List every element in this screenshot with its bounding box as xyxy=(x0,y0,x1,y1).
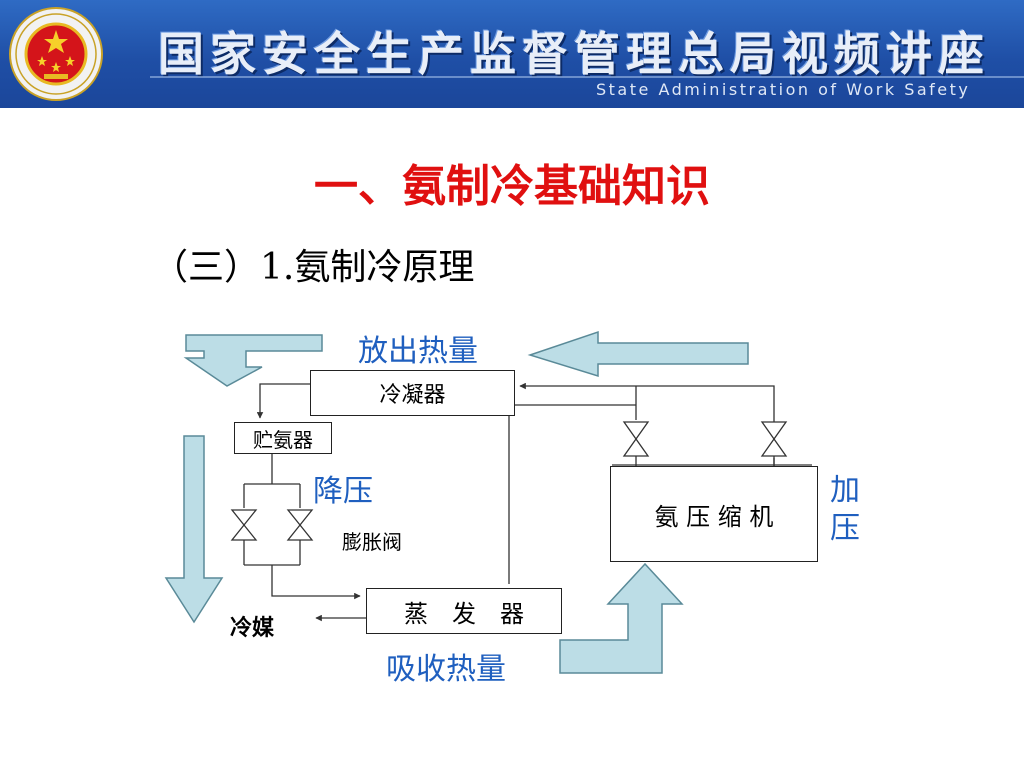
pressure-drop-label: 降压 xyxy=(313,474,373,509)
valve-icon xyxy=(230,509,258,541)
banner-title-en: State Administration of Work Safety xyxy=(596,80,971,99)
heat-release-arrow-left xyxy=(183,334,323,387)
condenser-label: 冷凝器 xyxy=(379,383,446,408)
pressurize-label: 加 压 xyxy=(830,473,860,546)
slide-subtitle: （三）1.氨制冷原理 xyxy=(152,247,475,288)
compressor-label: 氨 压 缩 机 xyxy=(654,502,774,531)
compressor-box: 氨 压 缩 机 xyxy=(610,466,818,562)
header-banner: 国家安全生产监督管理总局视频讲座 State Administration of… xyxy=(0,0,1024,108)
refrigerant-label: 冷媒 xyxy=(230,615,275,641)
valve-icon xyxy=(286,509,314,541)
compressor-suction-arrow xyxy=(559,562,684,674)
evaporator-box: 蒸 发 器 xyxy=(366,588,562,634)
condenser-box: 冷凝器 xyxy=(310,370,515,416)
national-emblem-icon xyxy=(9,7,103,101)
banner-title-cn: 国家安全生产监督管理总局视频讲座 xyxy=(158,27,990,81)
heat-absorb-label: 吸收热量 xyxy=(386,652,506,687)
valve-icon xyxy=(622,421,650,457)
slide-title: 一、氨制冷基础知识 xyxy=(314,161,710,212)
ammonia-receiver-box: 贮氨器 xyxy=(234,422,332,454)
banner-divider xyxy=(150,76,1024,78)
expansion-valve-label: 膨胀阀 xyxy=(342,530,402,554)
cooling-down-arrow xyxy=(164,435,224,624)
evaporator-label: 蒸 发 器 xyxy=(404,599,524,628)
heat-release-label: 放出热量 xyxy=(358,334,478,369)
ammonia-receiver-label: 贮氨器 xyxy=(253,427,313,452)
valve-icon xyxy=(760,421,788,457)
heat-release-arrow-top xyxy=(527,330,749,378)
